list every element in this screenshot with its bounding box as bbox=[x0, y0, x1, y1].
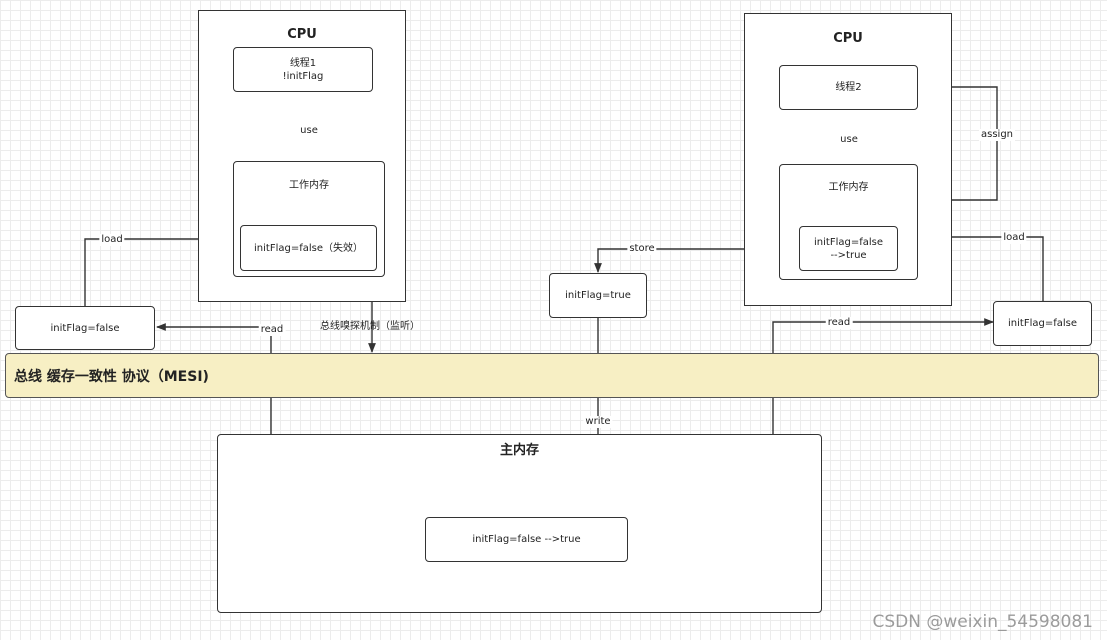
watermark: CSDN @weixin_54598081 bbox=[872, 612, 1093, 632]
working-memory-left-title: 工作内存 bbox=[289, 180, 329, 191]
working-memory-right-title: 工作内存 bbox=[828, 182, 869, 193]
left-cache-var-text: initFlag=false（失效） bbox=[254, 242, 363, 254]
thread1-box: 线程1 !initFlag bbox=[233, 47, 373, 92]
store-box-text: initFlag=true bbox=[565, 290, 631, 301]
cpu-right-title: CPU bbox=[833, 31, 863, 46]
right-copy-text: initFlag=false bbox=[1008, 318, 1077, 329]
load-left-label: load bbox=[99, 234, 125, 246]
write-label: write bbox=[583, 416, 613, 428]
read-left-label: read bbox=[258, 324, 286, 336]
thread2-name: 线程2 bbox=[835, 82, 862, 93]
assign-label: assign bbox=[978, 129, 1016, 141]
use-right-label: use bbox=[838, 134, 860, 146]
right-cache-var-line1: initFlag=false bbox=[814, 236, 883, 248]
thread1-expr: !initFlag bbox=[282, 70, 324, 82]
left-copy-text: initFlag=false bbox=[50, 322, 120, 334]
sniff-label: 总线嗅探机制（监听） bbox=[320, 321, 420, 332]
cpu-left-title: CPU bbox=[287, 27, 317, 42]
load-right-label: load bbox=[1001, 232, 1027, 244]
bus-bar: 总线 缓存一致性 协议（MESI) bbox=[5, 353, 1099, 398]
thread2-box: 线程2 bbox=[779, 65, 918, 110]
right-copy-box: initFlag=false bbox=[993, 301, 1092, 346]
use-left-label: use bbox=[298, 125, 320, 137]
main-memory-title: 主内存 bbox=[499, 443, 539, 458]
main-memory-var-text: initFlag=false -->true bbox=[472, 534, 581, 545]
store-box: initFlag=true bbox=[549, 273, 647, 318]
read-right-label: read bbox=[825, 317, 853, 329]
left-cache-var: initFlag=false（失效） bbox=[240, 225, 377, 271]
thread1-name: 线程1 bbox=[289, 57, 317, 69]
store-label: store bbox=[627, 243, 657, 255]
left-copy-box: initFlag=false bbox=[15, 306, 155, 350]
main-memory-var: initFlag=false -->true bbox=[425, 517, 628, 562]
right-cache-var: initFlag=false -->true bbox=[799, 226, 898, 271]
bus-label: 总线 缓存一致性 协议（MESI) bbox=[14, 368, 209, 385]
right-cache-var-line2: -->true bbox=[830, 249, 867, 261]
